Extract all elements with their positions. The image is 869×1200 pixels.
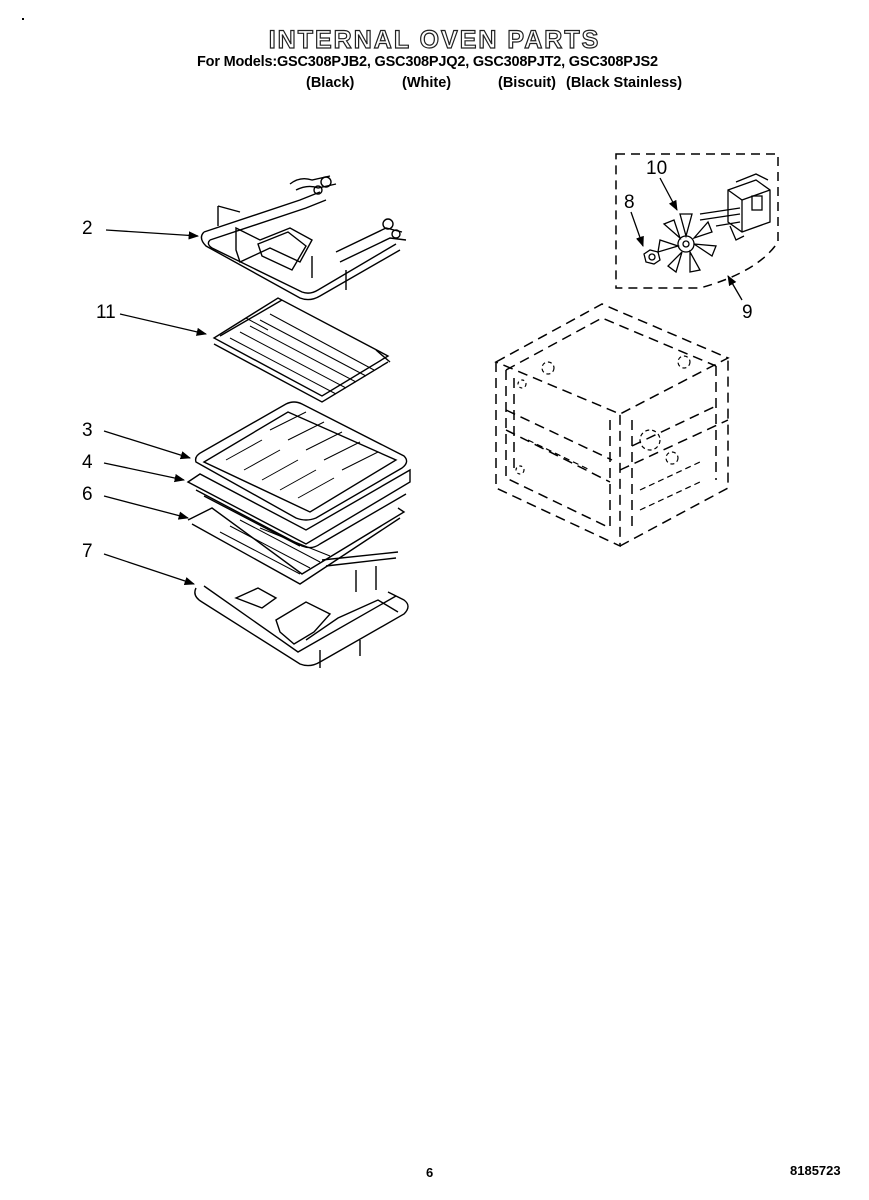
oven-cavity-details xyxy=(515,355,701,511)
broil-element xyxy=(200,175,407,301)
fan-nut xyxy=(643,249,661,265)
callout-11: 11 xyxy=(96,302,116,323)
callout-2: 2 xyxy=(82,218,93,239)
broil-pan xyxy=(186,468,411,549)
document-number: 8185723 xyxy=(790,1163,841,1178)
arrow-3 xyxy=(103,430,191,460)
arrow-8 xyxy=(630,211,644,247)
arrow-7 xyxy=(103,553,195,585)
arrow-10 xyxy=(659,177,678,211)
fan-motor xyxy=(699,173,771,241)
callout-4: 4 xyxy=(82,452,93,473)
callout-3: 3 xyxy=(82,420,93,441)
color-black: (Black) xyxy=(306,75,355,91)
callout-7: 7 xyxy=(82,541,93,562)
callout-8: 8 xyxy=(624,192,635,213)
page-number: 6 xyxy=(426,1165,434,1180)
callout-6: 6 xyxy=(82,484,93,505)
callout-10: 10 xyxy=(646,158,668,179)
color-biscuit: (Biscuit) xyxy=(498,75,556,91)
convection-fan-kit-box xyxy=(615,153,779,289)
callout-9: 9 xyxy=(742,302,753,323)
fan-blade xyxy=(657,213,717,274)
pan-liner xyxy=(187,507,406,585)
page-title: INTERNAL OVEN PARTS xyxy=(268,25,601,54)
arrow-2 xyxy=(105,229,200,240)
bake-element xyxy=(194,551,409,668)
color-black-stainless: (Black Stainless) xyxy=(566,75,683,91)
broil-pan-grid xyxy=(194,401,408,521)
arrow-11 xyxy=(119,313,208,336)
arrow-4 xyxy=(103,462,186,483)
leader-arrows xyxy=(103,177,743,585)
color-white: (White) xyxy=(402,75,452,91)
oven-rack xyxy=(212,297,391,403)
models-line: For Models:GSC308PJB2, GSC308PJQ2, GSC30… xyxy=(197,54,658,70)
oven-cavity xyxy=(494,303,730,548)
speck-mark xyxy=(22,18,24,20)
arrow-6 xyxy=(103,495,190,520)
arrow-9 xyxy=(727,275,743,301)
